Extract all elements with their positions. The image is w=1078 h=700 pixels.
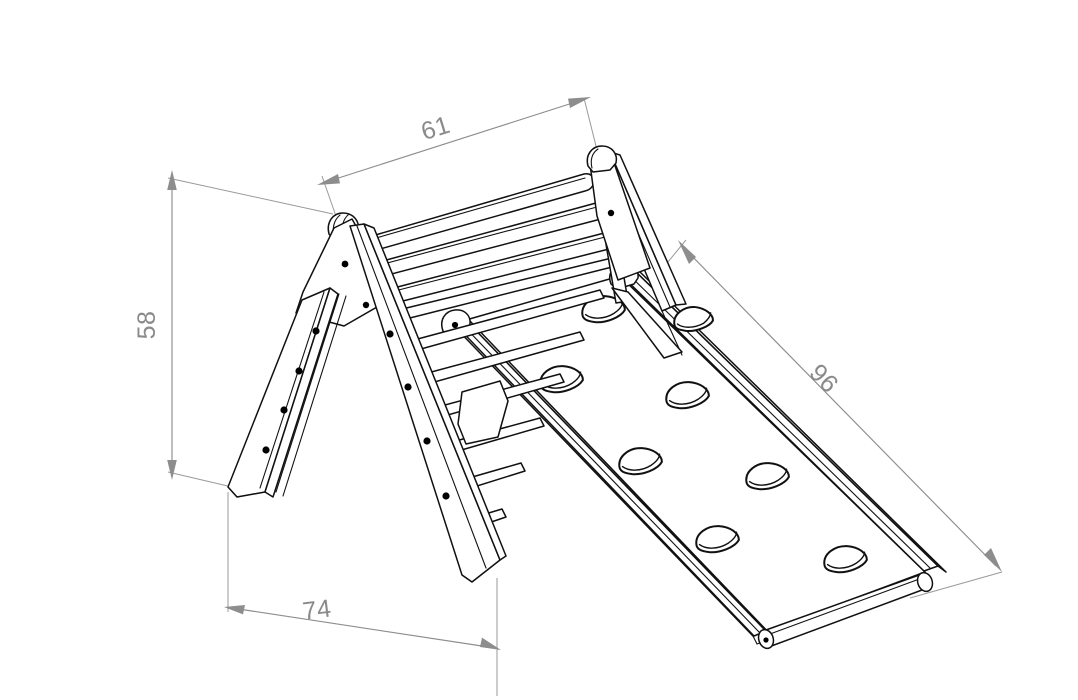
foot-left bbox=[227, 486, 266, 498]
far-side-panel bbox=[586, 145, 687, 356]
dim-label-58: 58 bbox=[133, 311, 161, 340]
near-panel-front-leg-hole bbox=[280, 406, 288, 414]
near-panel-inner-diagonal-2 bbox=[282, 295, 347, 497]
dim-label-96: 96 bbox=[804, 357, 844, 397]
climbing-hold bbox=[665, 381, 710, 410]
near-panel-gusset-hole bbox=[341, 260, 349, 268]
near-panel-back-leg-hole bbox=[423, 437, 431, 445]
near-panel-front-leg-hole bbox=[312, 327, 320, 335]
near-panel-front-leg-edge bbox=[259, 291, 325, 489]
arrow-61-right bbox=[568, 97, 591, 108]
ext-line-58-top bbox=[167, 177, 334, 215]
arrow-96-bottom bbox=[984, 548, 1002, 572]
ramp-end-dowel-highlight bbox=[769, 577, 923, 635]
dim-line-61 bbox=[325, 99, 583, 183]
far-panel-back-leg-side bbox=[609, 151, 687, 306]
climbing-hold bbox=[618, 447, 663, 476]
climbing-hold bbox=[745, 462, 790, 491]
dim-label-61: 61 bbox=[418, 111, 454, 146]
near-panel-back-leg-hole bbox=[386, 330, 394, 338]
ramp-hook-lower-pin bbox=[451, 321, 459, 329]
ext-line-58-bottom bbox=[167, 471, 233, 488]
ramp-rail-lower-edge bbox=[454, 316, 761, 634]
near-panel-front-leg-hole bbox=[295, 367, 303, 375]
near-panel-back-leg-side bbox=[363, 223, 507, 561]
arrow-74-right bbox=[480, 637, 501, 650]
arrow-61-left bbox=[317, 174, 340, 185]
far-panel-hole bbox=[607, 209, 615, 217]
far-panel-apex-rib bbox=[590, 148, 599, 169]
feet-detail bbox=[227, 486, 501, 583]
far-panel-front-leg-group bbox=[611, 287, 683, 359]
arrow-58-up bbox=[167, 170, 177, 190]
dimension-58: 58 bbox=[133, 170, 334, 488]
dim-label-74: 74 bbox=[301, 594, 333, 625]
ramp-dowel-cap-left-pin bbox=[763, 637, 769, 643]
climbing-hold bbox=[823, 545, 868, 574]
far-front-leg bbox=[611, 287, 683, 359]
ramp-dowel-cap-right bbox=[916, 571, 934, 593]
ext-line-96-bottom bbox=[909, 571, 1003, 599]
climbing-hold bbox=[673, 306, 714, 333]
near-panel-inner-diagonal bbox=[275, 293, 340, 493]
arrow-96-top bbox=[678, 240, 696, 264]
near-panel-back-leg-hole bbox=[404, 383, 412, 391]
foot-right bbox=[461, 559, 501, 583]
near-panel-gusset-hole bbox=[362, 301, 370, 309]
center-support-bracket bbox=[457, 380, 509, 445]
arrow-74-left bbox=[224, 605, 245, 615]
near-panel-front-leg-side bbox=[264, 287, 339, 498]
dimension-61: 61 bbox=[317, 97, 599, 220]
dim-line-96 bbox=[683, 247, 997, 567]
dim-line-74 bbox=[231, 607, 496, 649]
climbing-holds-group bbox=[539, 295, 868, 574]
arrow-58-down bbox=[167, 460, 177, 480]
near-panel-back-leg-hole bbox=[442, 492, 450, 500]
near-panel-front-leg-hole bbox=[262, 446, 270, 454]
climbing-hold bbox=[695, 525, 740, 554]
ext-line-61-right bbox=[583, 97, 599, 155]
dimension-74: 74 bbox=[224, 492, 501, 696]
near-panel-back-leg-edge bbox=[356, 225, 487, 569]
climbing-ramp bbox=[441, 263, 947, 650]
